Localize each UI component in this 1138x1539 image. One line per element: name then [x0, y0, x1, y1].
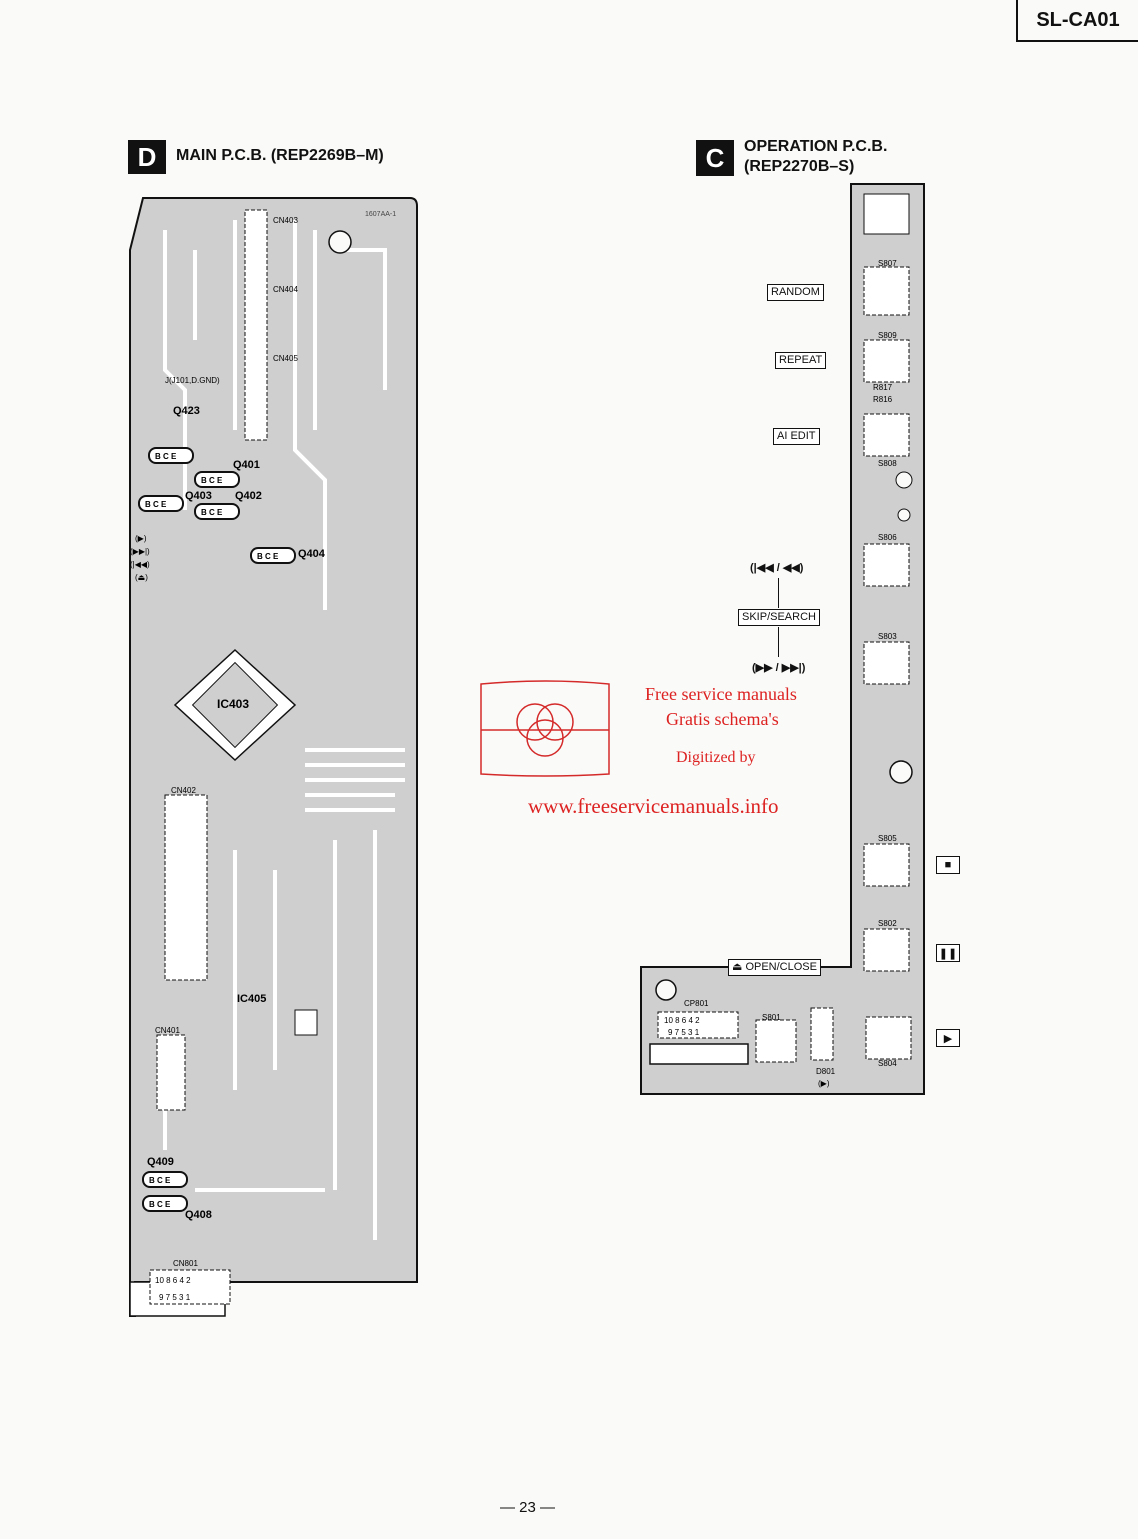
random-label: RANDOM: [767, 284, 824, 301]
operation-pcb-title-line2: (REP2270B–S): [744, 158, 855, 175]
cn401-label: CN401: [155, 1026, 180, 1035]
svg-text:10 8 6 4 2: 10 8 6 4 2: [664, 1016, 700, 1025]
main-pcb-diagram: CN403 CN404 CN405 1607AA-1 J(J101,D.GND)…: [129, 197, 418, 1317]
cn405-label: CN405: [273, 354, 298, 363]
ai-edit-label: AI EDIT: [773, 428, 820, 445]
skip-fwd-symbol: (▶▶ / ▶▶|): [752, 662, 806, 674]
s806-label: S806: [878, 533, 897, 542]
q403-label: Q403: [185, 490, 212, 502]
stop-icon: ■: [936, 856, 960, 874]
skip-search-label: SKIP/SEARCH: [738, 609, 820, 626]
s807-label: S807: [878, 259, 897, 268]
svg-text:9 7 5 3 1: 9 7 5 3 1: [668, 1028, 700, 1037]
svg-text:B C E: B C E: [201, 476, 223, 485]
s805-label: S805: [878, 834, 897, 843]
s802-label: S802: [878, 919, 897, 928]
watermark-line1: Free service manuals: [645, 684, 797, 704]
s809-label: S809: [878, 331, 897, 340]
q423-label: Q423: [173, 405, 200, 417]
main-pcb-title: MAIN P.C.B. (REP2269B–M): [176, 147, 384, 164]
svg-text:B C E: B C E: [145, 500, 167, 509]
ic403-label: IC403: [217, 697, 249, 711]
pause-icon: ❚❚: [936, 944, 960, 962]
q401-label: Q401: [233, 459, 260, 471]
svg-text:B C E: B C E: [257, 552, 279, 561]
q409-label: Q409: [147, 1156, 174, 1168]
watermark-line2: Gratis schema's: [666, 709, 779, 729]
cp801-label: CP801: [684, 999, 709, 1008]
svg-text:9 7 5 3 1: 9 7 5 3 1: [159, 1293, 191, 1302]
main-board-code: 1607AA-1: [365, 211, 396, 218]
model-label: SL-CA01: [1016, 0, 1138, 42]
r817-label: R817: [873, 383, 893, 392]
s803-label: S803: [878, 632, 897, 641]
main-pcb-badge: D: [128, 140, 166, 174]
operation-pcb-diagram: S807 S809 S808 S806 S803 S805 S802 S801 …: [640, 183, 925, 1095]
left-symbols: (▶) (▶▶|) (|◀◀) (⏏): [130, 534, 150, 582]
q404-label: Q404: [298, 548, 326, 560]
skip-back-symbol: (|◀◀ / ◀◀): [750, 562, 804, 574]
s808-label: S808: [878, 459, 897, 468]
repeat-label: REPEAT: [775, 352, 827, 369]
watermark-url[interactable]: www.freeservicemanuals.info: [528, 794, 779, 818]
svg-text:(▶): (▶): [135, 534, 147, 543]
cn801-label: CN801: [173, 1259, 198, 1268]
svg-text:B C E: B C E: [155, 452, 177, 461]
svg-text:(|◀◀): (|◀◀): [130, 560, 150, 569]
svg-text:B C E: B C E: [149, 1176, 171, 1185]
s801-label: S801: [762, 1013, 781, 1022]
svg-text:10 8 6 4 2: 10 8 6 4 2: [155, 1276, 191, 1285]
play-icon: ▶: [936, 1029, 960, 1047]
cn402-label: CN402: [171, 786, 196, 795]
svg-text:(⏏): (⏏): [135, 573, 148, 582]
open-close-label: ⏏ OPEN/CLOSE: [728, 959, 821, 976]
r816-label: R816: [873, 395, 893, 404]
svg-text:(▶▶|): (▶▶|): [130, 547, 150, 556]
operation-pcb-title: OPERATION P.C.B. (REP2270B–S): [744, 137, 887, 177]
q402-label: Q402: [235, 490, 262, 502]
d801-label: D801: [816, 1067, 836, 1076]
ic405-label: IC405: [237, 993, 266, 1005]
watermark-line3: Digitized by: [676, 749, 756, 766]
cn404-label: CN404: [273, 285, 298, 294]
skip-line-bottom: [778, 627, 779, 657]
skip-line-top: [778, 578, 779, 608]
operation-pcb-title-line1: OPERATION P.C.B.: [744, 138, 888, 155]
svg-text:B C E: B C E: [201, 508, 223, 517]
watermark-logo: [480, 680, 610, 777]
operation-pcb-badge: C: [696, 140, 734, 176]
gnd-label: J(J101,D.GND): [165, 376, 220, 385]
cn403-label: CN403: [273, 216, 298, 225]
s804-label: S804: [878, 1059, 897, 1068]
svg-text:B C E: B C E: [149, 1200, 171, 1209]
q408-label: Q408: [185, 1209, 212, 1221]
d801-symbol: (▶): [818, 1079, 830, 1088]
page-number: — 23 —: [500, 1499, 556, 1516]
